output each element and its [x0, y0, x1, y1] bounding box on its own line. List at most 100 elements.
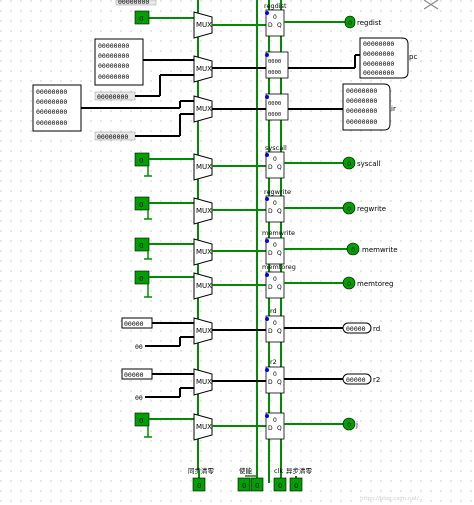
- input-pin-regdist[interactable]: 0: [134, 10, 150, 25]
- svg-text:00000000: 00000000: [98, 52, 129, 60]
- svg-text:0: 0: [242, 482, 246, 490]
- svg-text:00000: 00000: [124, 371, 144, 379]
- svg-text:0000: 0000: [268, 112, 281, 118]
- output-r2: 00000: [342, 373, 372, 385]
- svg-text:0: 0: [139, 275, 143, 283]
- svg-text:0: 0: [347, 160, 351, 168]
- row-r2: 00000 00 MUX r2 0 D Q 00000 r2: [121, 358, 380, 402]
- output-pin-regwrite: 0: [342, 201, 356, 215]
- svg-text:0: 0: [139, 15, 143, 23]
- output-pin-j: 0: [342, 417, 356, 431]
- svg-text:MUX: MUX: [196, 327, 212, 335]
- svg-text:D: D: [268, 379, 273, 386]
- row-pc: 00000000 00000000 00000000 00000000 0000…: [94, 37, 417, 101]
- register-pc: [265, 51, 289, 79]
- output-label-rd: rd: [373, 325, 380, 333]
- register-regwrite-label: regwrite: [264, 188, 291, 196]
- svg-text:00000000: 00000000: [36, 88, 67, 96]
- svg-text:0: 0: [351, 246, 355, 254]
- svg-text:00000000: 00000000: [346, 118, 377, 126]
- pin-enable[interactable]: 0: [237, 477, 251, 492]
- svg-text:00000000: 00000000: [363, 50, 394, 58]
- input-r2[interactable]: 00000: [121, 368, 153, 380]
- svg-text:0: 0: [273, 242, 277, 249]
- svg-text:Q: Q: [277, 164, 282, 171]
- svg-text:D: D: [268, 164, 273, 171]
- svg-text:MUX: MUX: [196, 248, 212, 256]
- register-memtoreg-label: memtoreg: [262, 263, 296, 271]
- svg-text:0: 0: [273, 417, 277, 424]
- pin-async-clear[interactable]: 0: [289, 477, 303, 492]
- input-pin-memwrite[interactable]: 0: [134, 237, 150, 252]
- pin-sync-clear[interactable]: 0: [192, 477, 206, 492]
- svg-text:00000000: 00000000: [363, 69, 394, 77]
- svg-text:00000: 00000: [346, 325, 366, 333]
- output-label-pc: pc: [409, 53, 417, 61]
- input-pin-syscall[interactable]: 0: [134, 152, 150, 167]
- ir-output-display: [342, 83, 391, 131]
- svg-text:0: 0: [139, 417, 143, 425]
- svg-text:Q: Q: [277, 328, 282, 335]
- svg-text:MUX: MUX: [196, 423, 212, 431]
- pc-input-matrix[interactable]: [94, 38, 144, 86]
- svg-text:0: 0: [347, 280, 351, 288]
- svg-text:MUX: MUX: [196, 105, 212, 113]
- svg-text:D: D: [268, 250, 273, 257]
- input-rd[interactable]: 00000: [121, 317, 153, 329]
- svg-text:00000000: 00000000: [36, 119, 67, 127]
- close-icon[interactable]: [423, 0, 439, 10]
- svg-text:0: 0: [347, 205, 351, 213]
- output-label-memtoreg: memtoreg: [357, 280, 393, 288]
- svg-text:0000: 0000: [268, 70, 281, 76]
- register-memwrite: [265, 237, 285, 265]
- row-syscall: 0 MUX syscall 0 D Q 0 syscall: [134, 144, 381, 181]
- svg-text:00000000: 00000000: [98, 62, 129, 70]
- svg-text:00000: 00000: [124, 320, 144, 328]
- svg-text:00000000: 00000000: [118, 0, 149, 6]
- register-memwrite-label: memwrite: [262, 229, 295, 237]
- svg-text:0: 0: [347, 421, 351, 429]
- ir-constant: 00000000: [94, 131, 136, 141]
- output-label-regdist: regdist: [357, 19, 382, 27]
- rd-const: 00: [135, 343, 143, 351]
- mux-syscall: [193, 153, 213, 181]
- input-pin-regwrite[interactable]: 0: [134, 196, 150, 211]
- svg-text:Q: Q: [277, 22, 282, 29]
- watermark: https://blog.csdn.net/...: [360, 496, 424, 502]
- row-j: 0 MUX 0 D Q 0 j: [134, 412, 358, 441]
- pc-constant: 00000000: [94, 91, 136, 101]
- label-async-clear: 异步清零: [286, 466, 313, 475]
- svg-text:Q: Q: [277, 284, 282, 291]
- mux-r2: [193, 368, 213, 396]
- input-pin-j[interactable]: 0: [134, 412, 150, 427]
- svg-text:00000000: 00000000: [363, 60, 394, 68]
- input-pin-memtoreg[interactable]: 0: [134, 270, 150, 285]
- pc-output-display: [359, 37, 409, 79]
- svg-text:0: 0: [273, 200, 277, 207]
- svg-text:D: D: [268, 284, 273, 291]
- svg-text:00000: 00000: [346, 376, 366, 384]
- svg-text:0: 0: [273, 320, 277, 327]
- svg-text:0: 0: [197, 482, 201, 490]
- register-ir: [265, 93, 289, 121]
- mux-j: [193, 413, 213, 441]
- output-label-memwrite: memwrite: [362, 246, 398, 254]
- output-label-r2: r2: [373, 376, 380, 384]
- r2-const: 00: [135, 394, 143, 402]
- label-enable: 使能: [239, 466, 253, 475]
- pin-clk[interactable]: 0: [250, 477, 264, 492]
- svg-text:D: D: [268, 208, 273, 215]
- svg-text:D: D: [268, 328, 273, 335]
- output-pin-syscall: 0: [342, 156, 356, 170]
- mux-memtoreg: [193, 272, 213, 300]
- top-constant: 00000000: [115, 0, 157, 6]
- svg-text:Q: Q: [277, 425, 282, 432]
- register-syscall-label: syscall: [265, 144, 287, 152]
- row-ir: 00000000 00000000 00000000 00000000 0000…: [32, 83, 396, 141]
- svg-text:0: 0: [278, 482, 282, 490]
- svg-text:0: 0: [273, 371, 277, 378]
- svg-text:MUX: MUX: [196, 65, 212, 73]
- register-syscall: [265, 151, 285, 179]
